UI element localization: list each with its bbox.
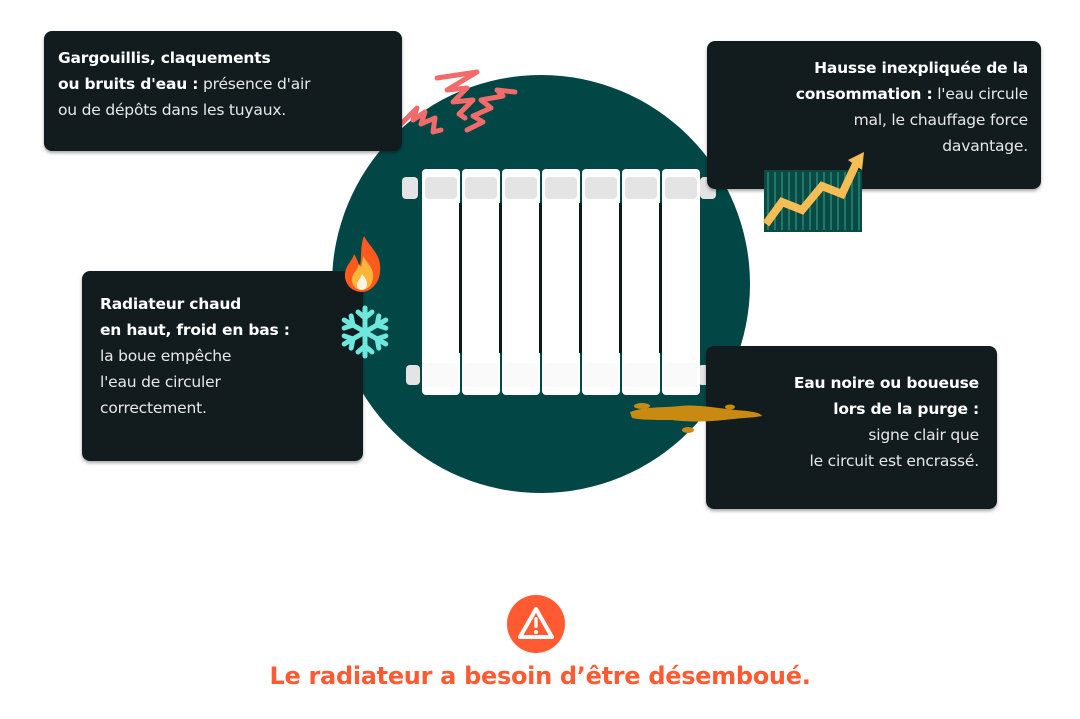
symptom-line: Hausse inexpliquée de la bbox=[707, 55, 1028, 81]
noise-waves-icon bbox=[397, 69, 518, 135]
symptom-card-noise: Gargouillis, claquements ou bruits d'eau … bbox=[44, 31, 402, 151]
symptom-description: ou de dépôts dans les tuyaux. bbox=[58, 101, 287, 119]
symptom-title: Hausse inexpliquée de la bbox=[814, 59, 1028, 77]
symptom-title: Gargouillis, claquements bbox=[58, 49, 271, 67]
symptom-line: lors de la purge : bbox=[706, 396, 979, 422]
symptom-description: l'eau circule bbox=[932, 85, 1028, 103]
symptom-title: Eau noire ou boueuse bbox=[793, 374, 979, 392]
symptom-title: en haut, froid en bas : bbox=[100, 321, 290, 339]
symptom-description: l'eau de circuler bbox=[100, 373, 221, 391]
symptom-line: Radiateur chaud bbox=[100, 291, 363, 317]
symptom-title: lors de la purge : bbox=[833, 400, 979, 418]
radiator-section bbox=[462, 169, 500, 395]
radiator-section bbox=[622, 169, 660, 395]
conclusion-text: Le radiateur a besoin d’être désemboué. bbox=[269, 662, 811, 690]
symptom-description: correctement. bbox=[100, 399, 207, 417]
symptom-line: davantage. bbox=[707, 133, 1028, 159]
warning-badge bbox=[507, 595, 565, 653]
symptom-title: Radiateur chaud bbox=[100, 295, 242, 313]
symptom-description: le circuit est encrassé. bbox=[809, 452, 980, 470]
symptom-description: la boue empêche bbox=[100, 347, 232, 365]
symptom-line: Eau noire ou boueuse bbox=[706, 370, 979, 396]
symptom-line: correctement. bbox=[100, 395, 363, 421]
radiator-icon bbox=[402, 169, 716, 395]
symptom-line: ou bruits d'eau : présence d'air bbox=[58, 71, 402, 97]
warning-icon bbox=[518, 607, 554, 639]
radiator-section bbox=[422, 169, 460, 395]
radiator-section bbox=[502, 169, 540, 395]
symptom-title: ou bruits d'eau : bbox=[58, 75, 199, 93]
symptom-description: davantage. bbox=[942, 137, 1028, 155]
snowflake-icon bbox=[341, 305, 389, 359]
symptom-line: signe clair que bbox=[706, 422, 979, 448]
symptom-card-hot-cold: Radiateur chaud en haut, froid en bas : la… bbox=[82, 271, 363, 461]
symptom-line: en haut, froid en bas : bbox=[100, 317, 363, 343]
symptom-line: consommation : l'eau circule bbox=[707, 81, 1028, 107]
symptom-line: Gargouillis, claquements bbox=[58, 45, 402, 71]
symptom-card-consumption: Hausse inexpliquée de la consommation : l… bbox=[707, 41, 1041, 189]
symptom-description: mal, le chauffage force bbox=[853, 111, 1029, 129]
symptom-line: la boue empêche bbox=[100, 343, 363, 369]
symptom-line: le circuit est encrassé. bbox=[706, 448, 980, 474]
rising-chart-icon bbox=[762, 152, 864, 232]
sludge-puddle-icon bbox=[630, 403, 762, 433]
symptom-line: ou de dépôts dans les tuyaux. bbox=[58, 97, 402, 123]
symptom-line: l'eau de circuler bbox=[100, 369, 363, 395]
symptom-description: signe clair que bbox=[868, 426, 979, 444]
flame-icon bbox=[344, 236, 381, 292]
radiator-section bbox=[582, 169, 620, 395]
symptom-title: consommation : bbox=[795, 85, 933, 103]
symptom-card-mud: Eau noire ou boueuse lors de la purge : si… bbox=[706, 346, 997, 509]
radiator-section bbox=[662, 169, 700, 395]
symptom-line: mal, le chauffage force bbox=[707, 107, 1029, 133]
radiator-section bbox=[542, 169, 580, 395]
symptom-description: présence d'air bbox=[198, 75, 311, 93]
